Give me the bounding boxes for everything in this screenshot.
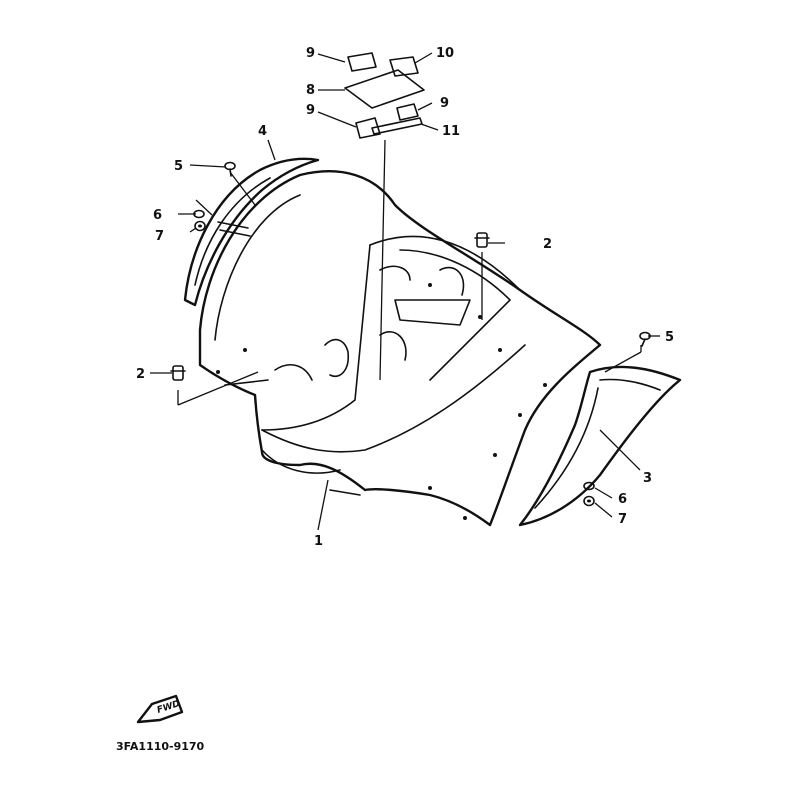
part-6-washer-left [193, 209, 205, 219]
part-7-nut-left [194, 220, 206, 232]
part-5-bolt-right [639, 331, 651, 347]
part-2-grommet-left [170, 365, 186, 381]
callout-5-left: 5 [174, 159, 183, 174]
fasteners [170, 161, 651, 507]
callout-9-left: 9 [306, 103, 315, 118]
right-mud-flap [518, 365, 682, 527]
callout-8: 8 [306, 83, 315, 98]
callout-3: 3 [643, 471, 652, 486]
callout-10: 10 [436, 46, 454, 61]
callout-6-left: 6 [153, 208, 162, 223]
top-decal-parts [344, 52, 425, 139]
part-9-right-pad [396, 103, 419, 121]
part-10-reflector [389, 56, 419, 77]
callout-2-left: 2 [136, 367, 145, 382]
part-7-nut-right [583, 495, 595, 507]
part-9-left-pad [355, 117, 381, 139]
callout-5-right: 5 [665, 330, 674, 345]
leader-lines [150, 52, 660, 531]
callout-7-right: 7 [618, 512, 627, 527]
callout-2-top: 2 [543, 237, 552, 252]
rear-fender-body [198, 170, 602, 527]
part-5-bolt-left [224, 161, 236, 177]
part-2-grommet-top [474, 232, 490, 248]
left-mud-flap [183, 157, 320, 307]
fwd-arrow-icon [136, 694, 184, 724]
callout-11: 11 [442, 124, 460, 139]
callout-9-right: 9 [440, 96, 449, 111]
callout-1: 1 [314, 534, 323, 549]
callout-labels: 1 2 2 3 4 5 5 6 6 7 7 8 9 9 9 10 11 [136, 46, 674, 549]
drawing-code: 3FA1110-9170 [116, 740, 205, 753]
callout-7-left: 7 [155, 229, 164, 244]
callout-6-right: 6 [618, 492, 627, 507]
part-9-top-pad [347, 52, 377, 72]
part-8-plate [344, 69, 425, 109]
callout-4: 4 [258, 124, 267, 139]
fwd-direction-arrow: FWD [136, 694, 184, 724]
part-6-washer-right [583, 481, 595, 491]
callout-9-top: 9 [306, 46, 315, 61]
